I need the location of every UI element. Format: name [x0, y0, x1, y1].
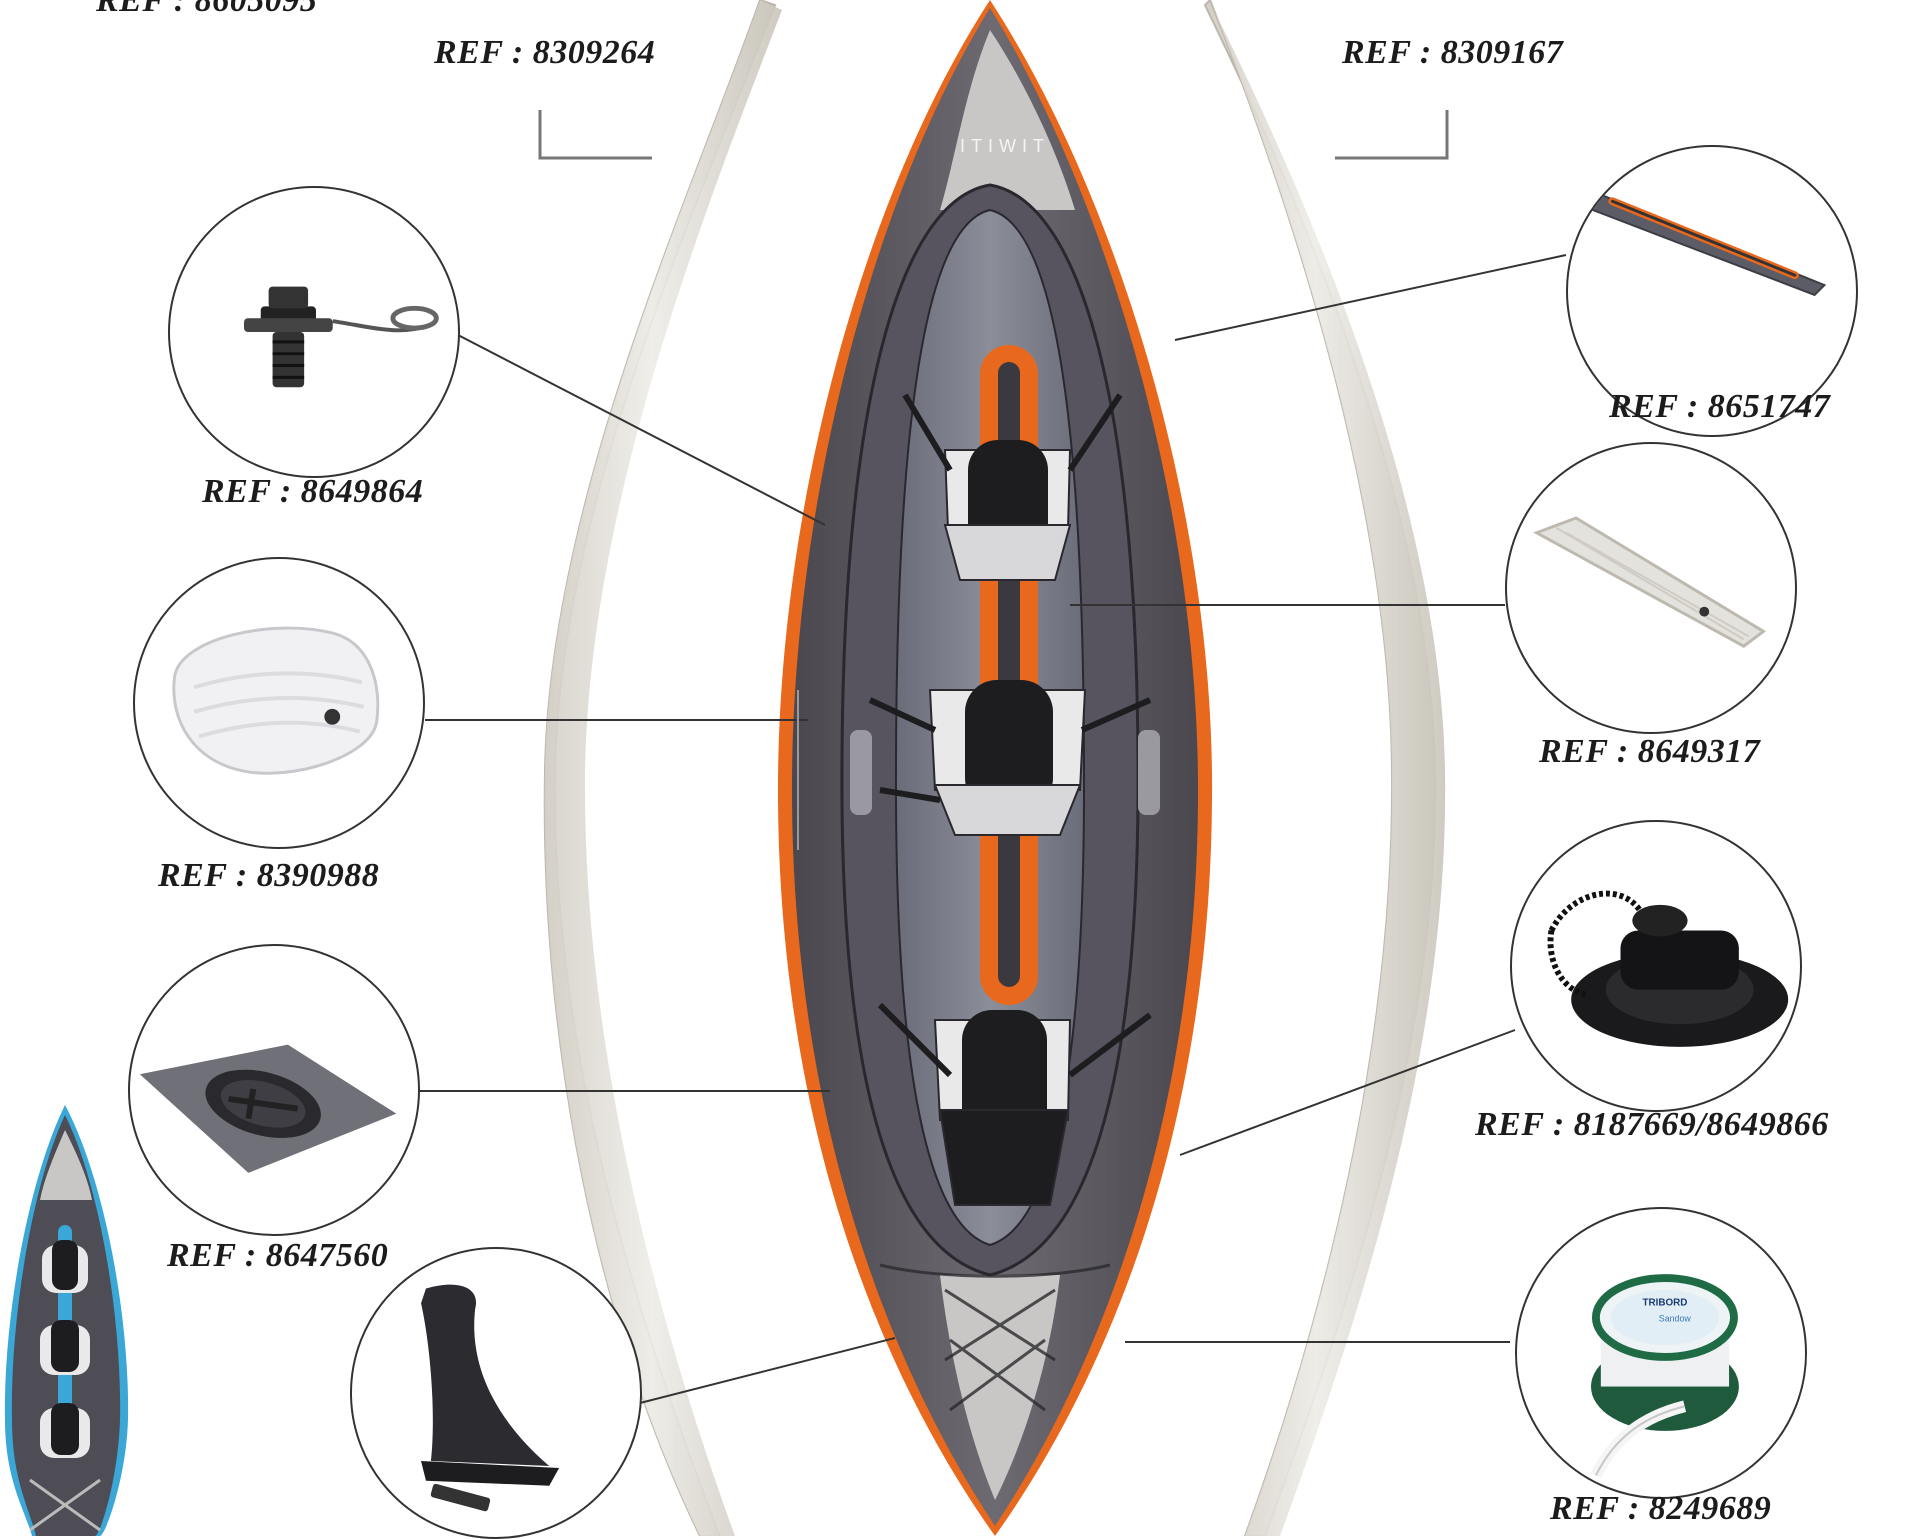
kayak-variant-thumbnail	[4, 1105, 129, 1536]
ref-label-floor-mat: REF : 8649317	[1539, 733, 1761, 770]
fin-box-part-circle	[128, 944, 420, 1236]
ref-label-valve: REF : 8649864	[202, 473, 424, 510]
fin-part-circle	[350, 1247, 642, 1539]
ref-label-floor-strip: REF : 8651747	[1609, 388, 1831, 425]
right-tube-bracket	[1335, 110, 1449, 160]
fin-icon	[421, 1284, 560, 1512]
valve-part-circle	[168, 186, 460, 478]
spool-brand-label: TRIBORD	[1642, 1298, 1687, 1309]
bungee-spool-icon: TRIBORD Sandow	[1590, 1274, 1739, 1479]
drain-valve-part-circle	[1510, 820, 1802, 1112]
floor-mat-part-circle	[1505, 442, 1797, 734]
leader-lines	[420, 254, 1567, 1404]
fin-box-patch-icon	[139, 1044, 397, 1173]
seat-cushion-icon	[172, 626, 380, 775]
drain-valve-icon	[1547, 890, 1789, 1047]
left-tube-bracket	[538, 110, 652, 160]
ref-label-drain-valve: REF : 8187669/8649866	[1475, 1106, 1829, 1143]
ref-label-bungee-cord: REF : 8249689	[1550, 1490, 1772, 1527]
spool-sub-label: Sandow	[1659, 1313, 1692, 1323]
seat-cushion-part-circle	[133, 557, 425, 849]
ref-label-seat-cushion: REF : 8390988	[158, 857, 380, 894]
middle-seat	[850, 680, 1160, 836]
bungee-cord-part-circle: TRIBORD Sandow	[1515, 1207, 1807, 1499]
ref-label-right-tube: REF : 8309167	[1342, 34, 1564, 71]
floor-strip-icon	[1581, 190, 1827, 297]
floor-mat-icon	[1533, 516, 1767, 648]
ref-label-fin-box: REF : 8647560	[167, 1237, 389, 1274]
air-valve-icon	[243, 286, 439, 388]
kayak-brand-text: ITIWIT	[960, 136, 1050, 156]
rear-seat	[877, 1002, 1152, 1206]
ref-label-left-tube: REF : 8309264	[434, 34, 656, 71]
floor-strip-part-circle	[1566, 145, 1858, 437]
front-seat	[902, 393, 1123, 581]
ref-label-top-left-cut: REF : 8605095	[96, 0, 318, 19]
